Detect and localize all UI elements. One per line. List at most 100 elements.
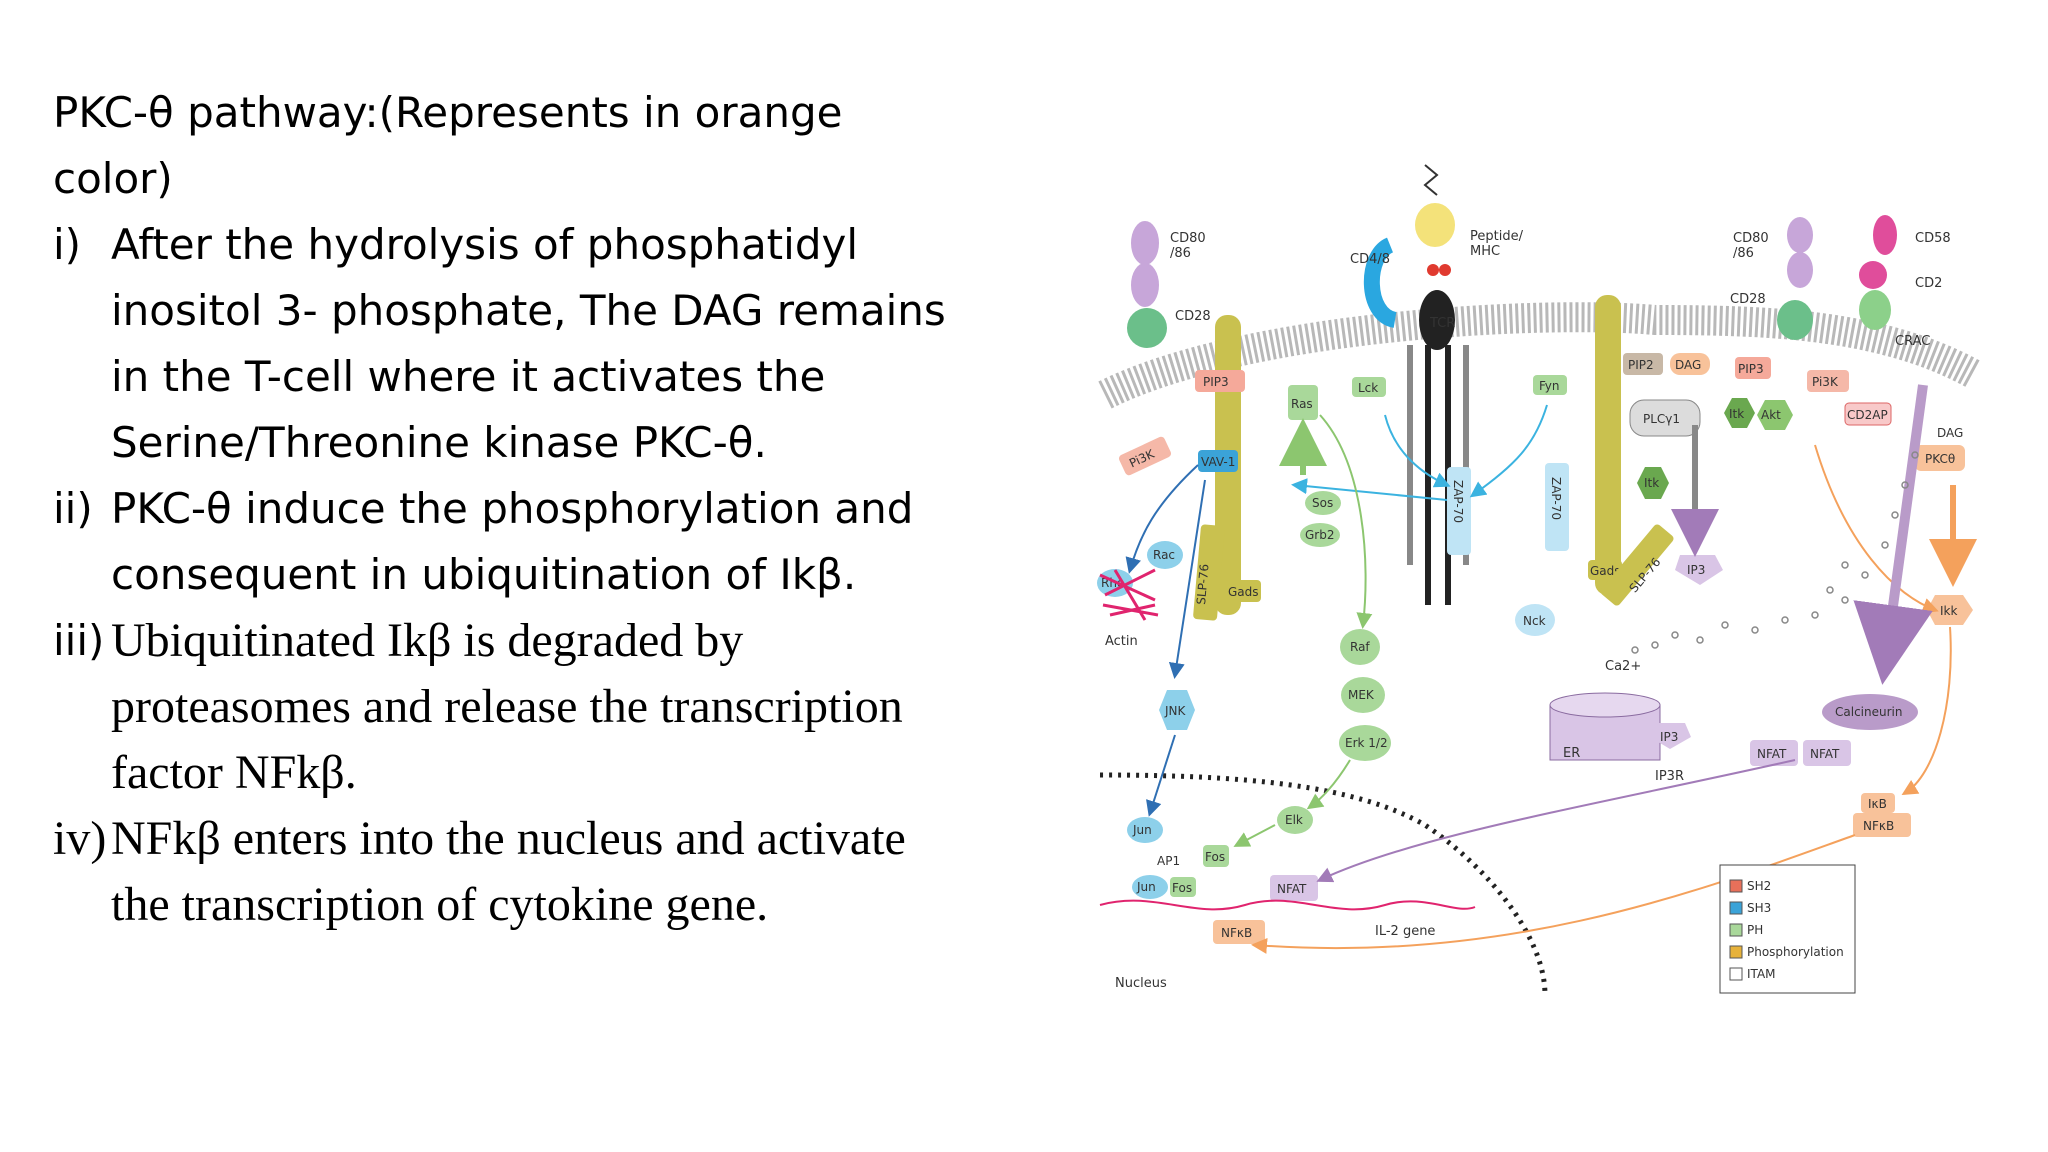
- lck: Lck: [1352, 377, 1386, 397]
- slide-title: PKC-θ pathway:(Represents in orange colo…: [53, 80, 993, 212]
- label-nfat-nucleus: NFAT: [1277, 882, 1307, 896]
- label-ikk: Ikk: [1940, 604, 1957, 618]
- nuclear-envelope: [1099, 772, 1548, 996]
- label-cd2: CD2: [1915, 276, 1942, 291]
- legend-label: SH2: [1747, 879, 1771, 893]
- label-zap70-left: ZAP-70: [1451, 480, 1465, 523]
- cd58-cd2: CD58 CD2 CRAC: [1859, 215, 1951, 349]
- pip2: PIP2: [1623, 353, 1663, 375]
- label-ikb: IκB: [1868, 797, 1887, 811]
- legend-label: Phosphorylation: [1747, 945, 1844, 959]
- fos-top: Fos: [1203, 845, 1229, 867]
- erk: Erk 1/2: [1339, 725, 1391, 761]
- label-er: ER: [1563, 746, 1580, 761]
- label-raf: Raf: [1350, 640, 1370, 654]
- label-ap1: AP1: [1157, 854, 1180, 868]
- nfat-nucleus: NFAT: [1270, 875, 1318, 901]
- calcium-ions: [1631, 451, 1919, 654]
- point-3-line-2: proteasomes and release the transcriptio…: [111, 680, 903, 733]
- legend-swatch: [1729, 879, 1743, 893]
- nfat-b: NFAT: [1803, 740, 1851, 766]
- label-cd80-86-left: CD80/86: [1170, 231, 1206, 261]
- elk: Elk: [1277, 806, 1313, 834]
- point-3: iii) Ubiquitinated Ikβ is degraded by pr…: [53, 608, 993, 806]
- jun-top: Jun: [1127, 817, 1163, 843]
- label-ras: Ras: [1291, 397, 1313, 411]
- dag-right: DAG: [1937, 426, 1963, 440]
- vav1: VAV-1: [1198, 450, 1238, 472]
- point-4: iv) NFkβ enters into the nucleus and act…: [53, 806, 993, 938]
- label-fyn: Fyn: [1539, 379, 1560, 393]
- il2-dna: [1099, 899, 1476, 911]
- jun-bottom: Jun: [1132, 875, 1168, 899]
- point-1-number: i): [53, 220, 82, 269]
- nck: Nck: [1515, 604, 1555, 636]
- point-1-line-1: After the hydrolysis of phosphatidyl: [111, 220, 858, 269]
- label-il2-gene: IL-2 gene: [1375, 924, 1435, 939]
- label-peptide-mhc: Peptide/MHC: [1470, 229, 1524, 259]
- plcg1: PLCγ1: [1629, 399, 1701, 437]
- legend-label: PH: [1747, 923, 1763, 937]
- mek: MEK: [1341, 677, 1385, 713]
- label-nfat-a: NFAT: [1757, 747, 1787, 761]
- label-akt: Akt: [1761, 408, 1781, 422]
- label-zap70-right: ZAP-70: [1549, 477, 1563, 520]
- label-pkc-theta: PKCθ: [1925, 452, 1955, 466]
- label-jnk: JNK: [1164, 704, 1187, 718]
- title-line-2: color): [53, 154, 173, 203]
- nfkb-cytoplasm: NFκB: [1853, 813, 1911, 837]
- tcell-signaling-diagram: CD80/86 CD28 Peptide/MHC CD4/8 TCR CD80/…: [1097, 164, 1983, 996]
- label-ip3r: IP3R: [1655, 769, 1684, 784]
- label-slp76-left: SLP-76: [1194, 563, 1212, 605]
- zap70-left: ZAP-70: [1447, 467, 1471, 555]
- point-1-line-2: inositol 3- phosphate, The DAG remains: [111, 286, 946, 335]
- label-fos-top: Fos: [1205, 850, 1225, 864]
- label-elk: Elk: [1285, 813, 1303, 827]
- point-3-number: iii): [53, 616, 105, 665]
- label-nfkb-cytoplasm: NFκB: [1863, 819, 1894, 833]
- dag-top: DAG: [1670, 353, 1710, 375]
- ip3-top: IP3: [1675, 555, 1723, 585]
- fyn: Fyn: [1533, 375, 1567, 395]
- label-cd2ap: CD2AP: [1847, 408, 1888, 422]
- label-nfkb-nucleus: NFκB: [1221, 926, 1252, 940]
- label-nck: Nck: [1523, 614, 1546, 628]
- fos-bottom: Fos: [1170, 877, 1196, 897]
- point-2-line-2: consequent in ubiquitination of Ikβ.: [111, 550, 857, 599]
- cd80-86-right: CD80/86: [1733, 217, 1813, 288]
- label-cd80-86-right: CD80/86: [1733, 231, 1769, 261]
- point-3-line-1: Ubiquitinated Ikβ is degraded by: [111, 614, 744, 667]
- grb2: Grb2: [1300, 523, 1340, 547]
- label-erk: Erk 1/2: [1345, 736, 1388, 750]
- label-tcr: TCR: [1429, 316, 1455, 331]
- label-vav1: VAV-1: [1201, 455, 1235, 469]
- label-ip3-top: IP3: [1687, 563, 1705, 577]
- akt: Akt: [1757, 400, 1793, 430]
- label-jun-top: Jun: [1132, 823, 1152, 837]
- label-pip3-left: PIP3: [1203, 375, 1229, 389]
- label-crac: CRAC: [1895, 334, 1930, 349]
- pkc-theta: PKCθ: [1915, 445, 1965, 471]
- label-dag-right: DAG: [1937, 426, 1963, 440]
- label-cd28-right: CD28: [1730, 292, 1766, 307]
- calcineurin: Calcineurin: [1822, 694, 1918, 730]
- plasma-membrane: [1098, 302, 1983, 409]
- point-4-number: iv): [53, 812, 107, 865]
- lat-right-bar: [1595, 295, 1621, 595]
- point-2-number: ii): [53, 484, 93, 533]
- cd28-right: CD28: [1730, 292, 1813, 340]
- rac: Rac: [1147, 541, 1183, 569]
- jnk: JNK: [1159, 690, 1195, 730]
- label-plcg1: PLCγ1: [1643, 412, 1680, 426]
- point-4-line-1: NFkβ enters into the nucleus and activat…: [111, 812, 906, 865]
- pip3-left: PIP3: [1195, 370, 1245, 392]
- point-4-line-2: the transcription of cytokine gene.: [111, 878, 769, 931]
- label-pip3-right: PIP3: [1738, 362, 1764, 376]
- label-lck: Lck: [1358, 381, 1378, 395]
- label-fos-bottom: Fos: [1172, 881, 1192, 895]
- pip3-right: PIP3: [1735, 357, 1771, 379]
- legend-swatch: [1729, 923, 1743, 937]
- cd2ap: CD2AP: [1844, 402, 1892, 426]
- point-2: ii) PKC-θ induce the phosphorylation and…: [53, 476, 993, 608]
- label-ip3-er: IP3: [1660, 730, 1678, 744]
